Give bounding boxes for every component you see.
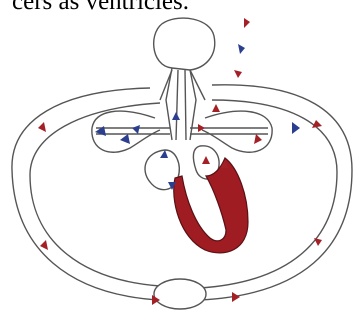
lung-right	[202, 111, 272, 152]
arrow-red-icon	[40, 240, 48, 250]
arrow-blue-icon	[238, 44, 245, 54]
arrow-red-icon	[314, 238, 322, 246]
arrow-red-icon	[232, 292, 240, 302]
body-capillaries	[154, 279, 206, 309]
arrow-blue-icon	[292, 122, 300, 134]
lungs	[92, 111, 272, 152]
arrow-red-icon	[244, 18, 250, 28]
arrow-blue-icon	[172, 112, 180, 120]
arrow-red-icon	[212, 104, 220, 112]
arrow-red-icon	[234, 70, 242, 78]
arrow-red-icon	[38, 122, 46, 132]
